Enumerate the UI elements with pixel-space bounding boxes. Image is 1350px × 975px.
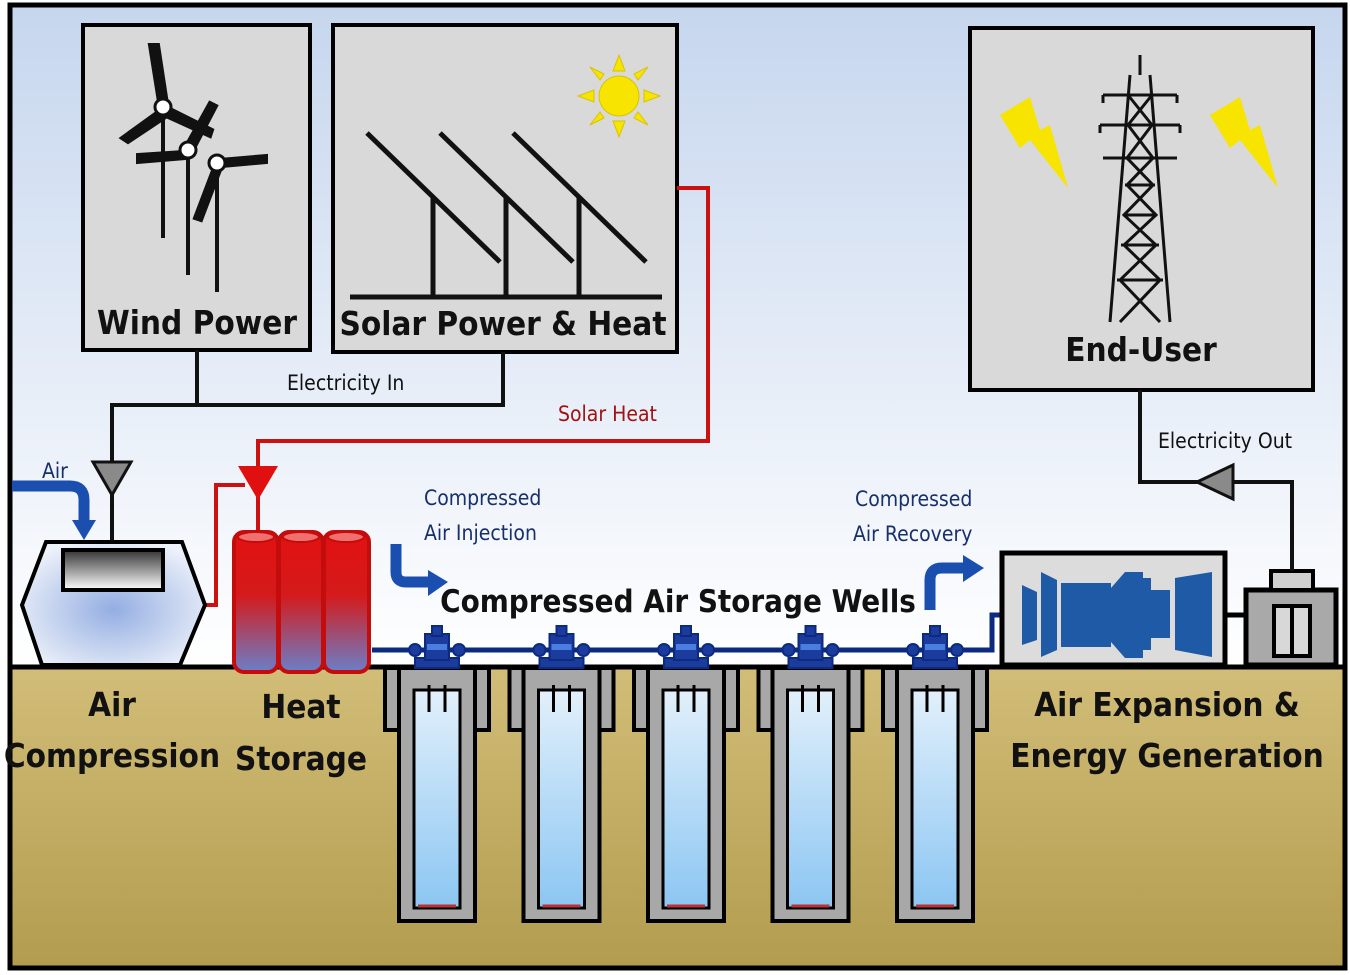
wellhead-valve-icon [532,625,591,669]
heat-storage-label-2: Storage [235,739,367,778]
compressed-air-recovery-label-1: Compressed [855,487,972,511]
solar-panel-icon [350,131,662,300]
lightning-bolt-icon [1210,97,1278,188]
storage-wells [383,625,989,923]
solar-heat-label: Solar Heat [558,402,657,426]
compressed-air-injection-label-2: Air Injection [424,521,537,545]
heat-storage-label-1: Heat [261,687,340,726]
electricity-out-arrow-icon [1193,462,1235,502]
wellhead-valve-icon [408,625,466,669]
storage-well [383,625,491,923]
wind-power-label: Wind Power [97,303,297,342]
electricity-in-label: Electricity In [287,371,404,395]
air-inflow-arrow-icon [12,480,90,522]
electricity-out-label: Electricity Out [1158,429,1292,453]
gas-turbine-icon [1022,572,1212,658]
end-user-box: End-User [968,26,1315,392]
air-compression-label-2: Compression [4,736,220,775]
heat-storage-cylinders [232,530,371,674]
heat-arrow-icon [238,466,278,500]
storage-well [507,625,616,923]
air-expansion-turbine [999,550,1339,668]
wind-turbine-icon [118,43,268,292]
air-injection-arrow-icon [390,544,430,588]
wellhead-valve-icon [781,625,840,669]
electricity-arrow-icon [90,460,134,499]
compressed-air-injection-label-1: Compressed [424,486,541,510]
compressed-air-recovery-label-2: Air Recovery [853,522,972,546]
air-compression-label-1: Air [88,685,136,724]
solar-power-heat-label: Solar Power & Heat [339,304,666,343]
generator [1243,569,1339,668]
solar-box: Solar Power & Heat [331,23,679,354]
air-label: Air [42,459,68,483]
end-user-label: End-User [1065,330,1217,369]
storage-well [881,625,989,923]
storage-wells-label: Compressed Air Storage Wells [440,584,916,620]
air-expansion-label-2: Energy Generation [1010,736,1324,775]
storage-well [632,625,740,923]
transmission-tower-icon [1098,55,1182,324]
lightning-bolt-icon [1000,97,1068,188]
wind-power-box: Wind Power [81,23,312,352]
air-expansion-label-1: Air Expansion & [1034,685,1300,724]
wellhead-valve-icon [657,625,715,669]
storage-well [756,625,865,923]
air-compressor [19,540,208,667]
air-recovery-arrow-icon [924,562,965,610]
wellhead-valve-icon [906,625,964,669]
outer-frame [7,2,1348,971]
sun-icon [576,53,662,139]
